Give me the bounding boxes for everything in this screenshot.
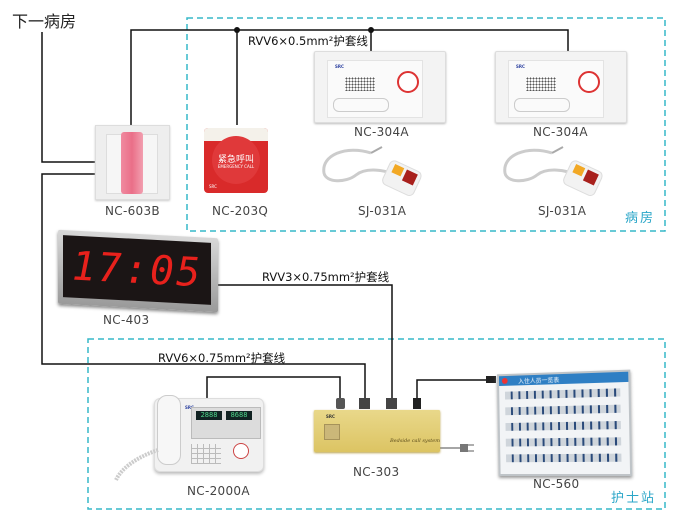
nc303-device: SRC Bedside call system — [314, 410, 440, 452]
nc304a-2-label: NC-304A — [533, 125, 588, 139]
junction-dot-1 — [234, 27, 240, 33]
nc304a-2-brand: SRC — [516, 64, 525, 69]
nc603b-device — [95, 125, 170, 200]
nc303-brand: SRC — [326, 414, 335, 419]
medical-cross-icon — [501, 377, 508, 384]
wire-next-room — [41, 32, 97, 163]
wire-303-to-560 — [416, 379, 492, 398]
phone-cord-icon — [114, 448, 159, 481]
call-button-icon — [397, 71, 419, 93]
nc560-device: 入住人员一览表 — [497, 369, 633, 477]
nc403-device: 17:05 — [58, 229, 218, 313]
nc603b-light-icon — [121, 132, 143, 194]
wire-top-bus — [130, 29, 569, 125]
nc303-caption: Bedside call system — [390, 438, 440, 444]
next-room-label: 下一病房 — [12, 12, 77, 31]
phone-display-left: 2888 — [196, 411, 222, 420]
nc2000a-label: NC-2000A — [187, 484, 250, 498]
sj031a-1-device — [322, 146, 422, 197]
nurse-station-zone-border — [87, 338, 666, 510]
cable-label-rvv6-075: RVV6×0.75mm²护套线 — [158, 351, 286, 365]
keypad-icon — [191, 444, 221, 464]
ward-zone-label: 病房 — [625, 211, 656, 226]
nc203q-label: NC-203Q — [212, 204, 269, 218]
sj031a-1-label: SJ-031A — [358, 204, 407, 218]
power-plug-icon — [460, 444, 468, 452]
wire-2000a-to-303 — [206, 376, 341, 400]
nurse-station-zone-label: 护士站 — [611, 491, 657, 506]
wire-603b-to-303 — [41, 173, 366, 398]
nc560-header: 入住人员一览表 — [518, 377, 560, 386]
sj031a-2-label: SJ-031A — [538, 204, 587, 218]
nc2000a-device: SRC 2888 8688 — [154, 395, 264, 472]
nc304a-1-brand: SRC — [335, 64, 344, 69]
phone-display-right: 8688 — [226, 411, 252, 420]
cable-label-rvv6-05: RVV6×0.5mm²护套线 — [248, 34, 368, 48]
ward-zone-border — [186, 17, 666, 232]
sj031a-2-device — [503, 146, 603, 197]
nc203q-brand: SRC — [209, 184, 217, 189]
nc2000a-brand: SRC — [185, 405, 194, 410]
wire-403-to-303 — [218, 284, 393, 398]
junction-dot-2 — [368, 27, 374, 33]
nc203q-text-cn: 紧急呼叫 — [217, 155, 254, 165]
speaker-grille-icon — [526, 77, 556, 91]
nav-button-icon — [233, 443, 249, 459]
cable-label-rvv3-075: RVV3×0.75mm²护套线 — [262, 270, 390, 284]
nc303-label: NC-303 — [353, 465, 400, 479]
nc403-label: NC-403 — [103, 313, 150, 327]
nc303-connectors — [336, 398, 421, 409]
nc304a-1-label: NC-304A — [354, 125, 409, 139]
handset-icon — [157, 395, 181, 465]
clock-display: 17:05 — [71, 243, 203, 297]
nc203q-device: 紧急呼叫 EMERGENCY CALL SRC — [204, 128, 268, 193]
nc304a-2-device: SRC — [495, 51, 627, 123]
call-button-icon — [578, 71, 600, 93]
nc304a-1-device: SRC — [314, 51, 446, 123]
nc203q-text-en: EMERGENCY CALL — [217, 164, 255, 169]
speaker-grille-icon — [345, 77, 375, 91]
power-switch-icon — [324, 424, 340, 440]
connector-560 — [486, 376, 496, 383]
nc560-label: NC-560 — [533, 477, 580, 491]
nc603b-label: NC-603B — [105, 204, 160, 218]
